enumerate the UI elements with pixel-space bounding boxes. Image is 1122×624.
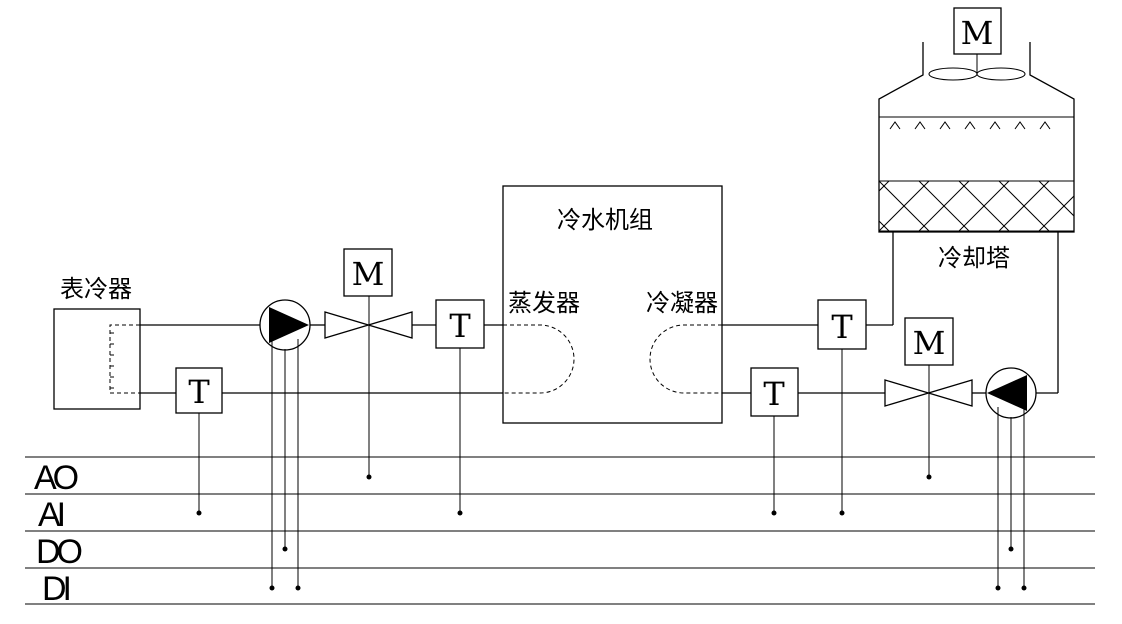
valve-actuator	[343, 248, 393, 297]
condenser-coil	[649, 324, 722, 394]
temp-sensor-supply: T	[435, 299, 485, 516]
spray-nozzles	[889, 121, 1051, 130]
pump-arrow-icon	[269, 307, 309, 343]
bus-label-ai: AI	[38, 496, 64, 534]
pump-arrow-icon	[987, 375, 1027, 411]
temp-sensor-condenser-return: T	[750, 367, 799, 516]
air-cooler-box	[53, 308, 141, 410]
temp-sensor-condenser-supply: T	[817, 299, 867, 516]
bus-label-di: DI	[42, 570, 70, 608]
pipes	[140, 232, 1059, 394]
bus-label-ao: AO	[34, 459, 78, 497]
air-cooler: 表冷器	[53, 275, 141, 410]
chilled-water-valve: M	[324, 248, 413, 480]
chilled-water-pump	[259, 299, 311, 591]
temp-sensor-box	[817, 299, 867, 350]
bus-label-do: DO	[36, 533, 82, 571]
temp-sensor-symbol: T	[831, 308, 853, 346]
fan-motor	[953, 7, 1002, 55]
cooling-tower: M 冷却塔	[878, 7, 1075, 272]
chiller-box	[502, 185, 723, 424]
temp-sensor-box	[175, 367, 223, 414]
fan-blade-left	[928, 67, 978, 81]
air-cooler-label: 表冷器	[60, 275, 132, 303]
condenser-water-pump	[985, 367, 1037, 591]
valve-motor-symbol: M	[913, 324, 946, 362]
evaporator-label: 蒸发器	[508, 289, 580, 317]
condenser-label: 冷凝器	[646, 289, 718, 317]
condenser-water-valve: M	[884, 317, 973, 480]
fan-motor-symbol: M	[961, 14, 994, 52]
temp-sensor-symbol: T	[763, 375, 785, 413]
valve-motor-symbol: M	[352, 255, 385, 293]
valve-actuator	[904, 317, 954, 366]
temp-sensor-symbol: T	[188, 373, 210, 411]
fan-blade-right	[976, 67, 1026, 81]
chiller-label: 冷水机组	[557, 206, 653, 234]
air-cooler-coil	[109, 324, 140, 394]
chiller-unit: 冷水机组 蒸发器 冷凝器	[502, 185, 723, 424]
cooling-tower-outline	[878, 42, 1075, 233]
tower-fill-pack	[879, 181, 1074, 231]
cooling-tower-label: 冷却塔	[938, 244, 1010, 272]
signal-buses: AO AI DO DI	[25, 456, 1095, 608]
temp-sensor-symbol: T	[449, 307, 471, 345]
temp-sensor-box	[435, 299, 485, 349]
temp-sensor-return: T	[175, 367, 223, 516]
temp-sensor-box	[750, 367, 799, 417]
